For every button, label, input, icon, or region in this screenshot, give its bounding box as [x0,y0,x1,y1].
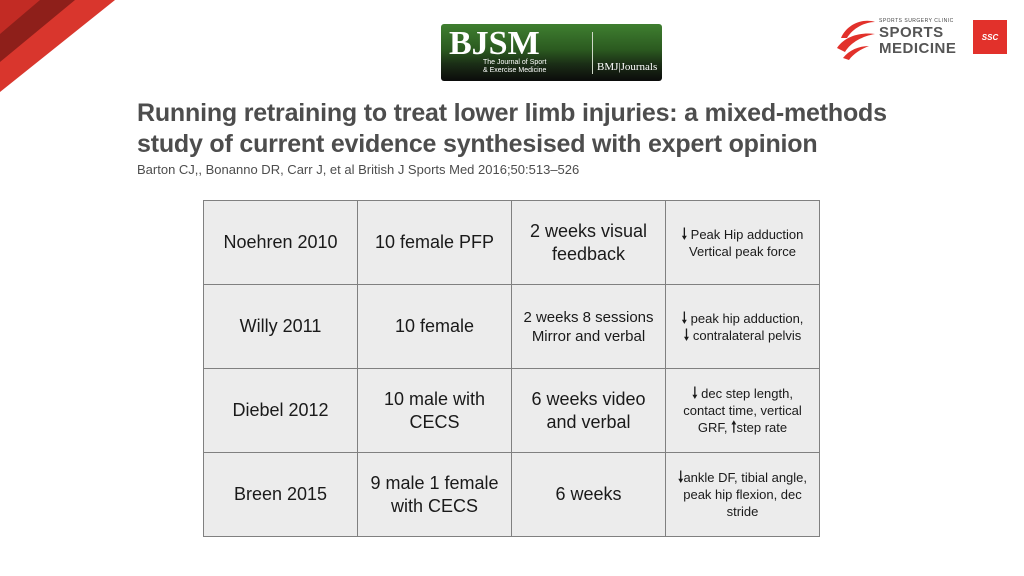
outcome-text: Peak Hip adduction [690,226,804,242]
sports-surgery-clinic-text: SPORTS SURGERY CLINIC [879,18,954,24]
sports-text: SPORTS [879,24,944,41]
intervention-cell: 2 weeks 8 sessions Mirror and verbal [511,284,666,369]
participants-line: 10 male with [383,388,486,409]
outcome-text: peak hip adduction, [690,310,804,326]
medicine-text: MEDICINE [879,40,957,57]
table-row: Willy 2011 10 female 2 weeks 8 sessions … [203,284,820,369]
table-row: Diebel 2012 10 male with CECS 6 weeks vi… [203,368,820,453]
bjsm-logo-divider [592,32,593,74]
intervention-cell: 2 weeks visual feedback [511,200,666,285]
participants-cell: 10 male with CECS [357,368,512,453]
outcome-line: GRF, 🠑step rate [670,419,815,436]
outcome-text: step rate [736,420,788,435]
studies-table: Noehren 2010 10 female PFP 2 weeks visua… [203,200,820,537]
outcome-line: 🠓 peak hip adduction, [670,310,815,327]
corner-stripes-decoration [0,0,115,92]
outcome-cell: 🠓ankle DF, tibial angle, peak hip flexio… [665,452,820,537]
intervention-line: 2 weeks 8 sessions [523,308,654,326]
outcome-cell: 🠓 Peak Hip adduction Vertical peak force [665,200,820,285]
bjsm-subtitle-line2: & Exercise Medicine [483,67,547,74]
bjsm-logo: BJSM The Journal of Sport & Exercise Med… [441,24,662,81]
outcome-line: peak hip flexion, dec [683,487,802,502]
up-arrow-icon: 🠑 [731,419,737,436]
bjsm-subtitle-line1: The Journal of Sport [483,59,547,66]
ssc-badge: SSC [973,20,1007,54]
participants-line: CECS [409,411,460,432]
study-cell: Diebel 2012 [203,368,358,453]
runner-swoosh-icon [837,20,875,60]
intervention-line: and verbal [546,411,631,432]
participants-cell: 10 female PFP [357,200,512,285]
outcome-text: ankle DF, tibial angle, [683,470,808,485]
down-arrow-icon: 🠓 [681,309,688,327]
participants-line: with CECS [390,495,479,516]
table-row: Breen 2015 9 male 1 female with CECS 6 w… [203,452,820,537]
participants-cell: 10 female [357,284,512,369]
outcome-text: dec step length, [701,386,793,401]
intervention-line: Mirror and verbal [531,327,646,345]
outcome-cell: 🠓 peak hip adduction, 🠓 contralateral pe… [665,284,820,369]
down-arrow-icon: 🠓 [681,225,688,243]
sports-medicine-logo: SPORTS SURGERY CLINIC SPORTS MEDICINE SS… [835,16,1010,60]
down-arrow-icon: 🠓 [677,469,684,486]
study-cell: Breen 2015 [203,452,358,537]
outcome-line: 🠓ankle DF, tibial angle, [670,469,815,486]
participants-line: 9 male 1 female [370,472,499,493]
intervention-cell: 6 weeks video and verbal [511,368,666,453]
outcome-cell: 🠓 dec step length, contact time, vertica… [665,368,820,453]
intervention-cell: 6 weeks [511,452,666,537]
participants-cell: 9 male 1 female with CECS [357,452,512,537]
table-row: Noehren 2010 10 female PFP 2 weeks visua… [203,200,820,285]
intervention-line: 6 weeks video [531,388,646,409]
outcome-text: GRF, [697,420,728,435]
outcome-line: contact time, vertical [683,403,802,418]
outcome-line: 🠓 contralateral pelvis [670,327,815,344]
study-cell: Willy 2011 [203,284,358,369]
intervention-line: 2 weeks visual [529,220,648,241]
outcome-line: Vertical peak force [689,243,796,259]
bmj-journals-text: BMJ|Journals [597,61,658,73]
outcome-line: stride [726,504,759,519]
slide-title: Running retraining to treat lower limb i… [137,99,887,158]
citation: Barton CJ,, Bonanno DR, Carr J, et al Br… [137,162,580,177]
outcome-text: contralateral pelvis [692,327,802,343]
down-arrow-icon: 🠓 [683,326,690,344]
bjsm-logo-text: BJSM [449,25,540,62]
intervention-line: feedback [551,243,626,264]
outcome-line: 🠓 dec step length, [670,385,815,402]
down-arrow-icon: 🠓 [692,385,698,402]
study-cell: Noehren 2010 [203,200,358,285]
bjsm-logo-subtitle: The Journal of Sport & Exercise Medicine [483,59,583,75]
outcome-line: 🠓 Peak Hip adduction [670,226,815,243]
